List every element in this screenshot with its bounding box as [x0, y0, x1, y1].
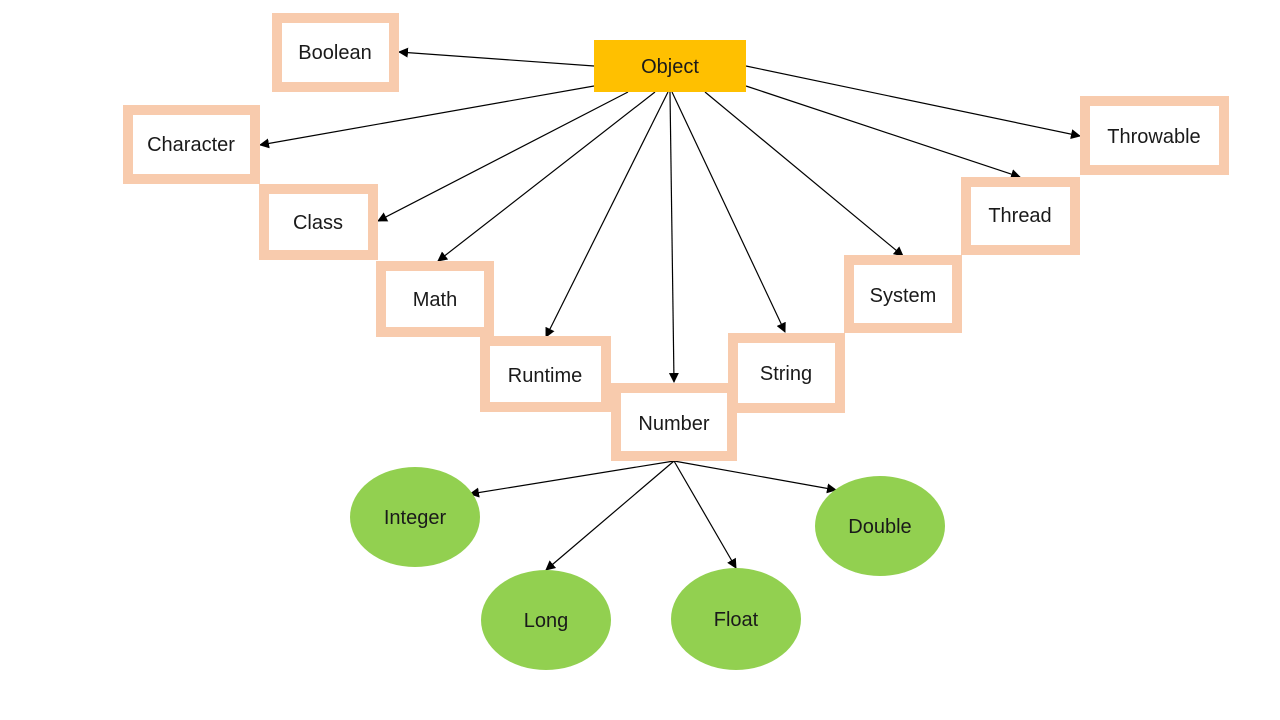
- node-math: Math: [376, 261, 494, 337]
- edge-object-number: [668, 91, 679, 383]
- node-system-label: System: [870, 285, 937, 307]
- node-object-label: Object: [641, 56, 699, 78]
- edge-object-class: [377, 91, 629, 222]
- edge-object-system: [704, 91, 904, 257]
- node-double-label: Double: [848, 516, 911, 538]
- node-character-label: Character: [147, 134, 235, 156]
- edge-number-long: [545, 460, 675, 571]
- edge-object-boolean: [398, 47, 595, 67]
- edge-object-runtime: [545, 91, 669, 338]
- node-thread: Thread: [961, 177, 1080, 255]
- edge-object-string: [671, 91, 786, 333]
- node-long-label: Long: [524, 610, 569, 632]
- node-runtime-label: Runtime: [508, 365, 582, 387]
- edge-object-throwable: [745, 65, 1081, 140]
- node-number-label: Number: [638, 413, 709, 435]
- edges: [259, 47, 1081, 571]
- node-throwable-label: Throwable: [1107, 126, 1200, 148]
- node-number: Number: [611, 383, 737, 461]
- edge-number-integer: [469, 460, 675, 498]
- node-integer-label: Integer: [384, 507, 447, 529]
- node-throwable: Throwable: [1080, 96, 1229, 175]
- node-string-label: String: [760, 363, 812, 385]
- node-object: Object: [594, 40, 746, 92]
- node-class-label: Class: [293, 212, 343, 234]
- node-boolean-label: Boolean: [298, 42, 371, 64]
- node-math-label: Math: [413, 289, 457, 311]
- edge-object-thread: [745, 85, 1021, 179]
- node-integer: Integer: [350, 467, 480, 567]
- node-character: Character: [123, 105, 260, 184]
- edge-object-character: [259, 85, 595, 149]
- node-float-label: Float: [714, 609, 759, 631]
- edge-number-float: [673, 460, 737, 569]
- node-long: Long: [481, 570, 611, 670]
- node-thread-label: Thread: [988, 205, 1051, 227]
- node-boolean: Boolean: [272, 13, 399, 92]
- node-float: Float: [671, 568, 801, 670]
- node-double: Double: [815, 476, 945, 576]
- node-runtime: Runtime: [480, 336, 611, 412]
- node-string: String: [728, 333, 845, 413]
- edge-number-double: [673, 460, 837, 494]
- edge-object-math: [437, 91, 656, 262]
- node-system: System: [844, 255, 962, 333]
- node-class: Class: [259, 184, 378, 260]
